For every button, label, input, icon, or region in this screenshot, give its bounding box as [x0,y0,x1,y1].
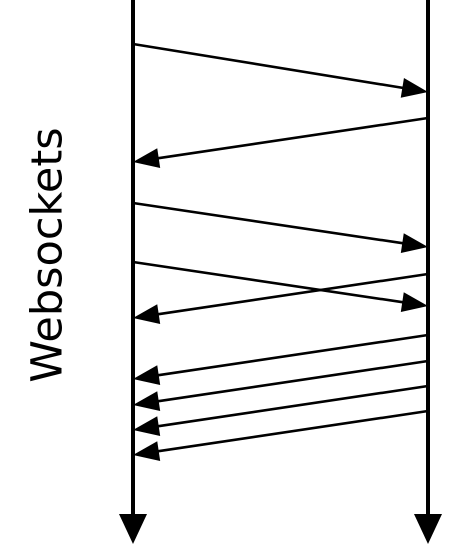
message-line [156,409,429,453]
message-line [156,116,429,160]
message-arrow-6 [133,333,429,386]
timeline-arrowhead [414,514,442,544]
message-arrow-2 [133,116,429,169]
timeline-arrowhead [119,514,147,544]
timeline-client [119,0,147,544]
timeline-server [414,0,442,544]
message-arrow-5 [133,272,429,325]
message-line [132,201,405,245]
message-arrowhead [133,391,161,412]
timelines [119,0,442,544]
message-line [156,272,429,316]
message-arrowhead [400,292,428,313]
message-arrowhead [133,365,161,386]
message-line [156,384,429,428]
message-line [156,359,429,403]
message-arrowhead [133,441,161,462]
message-arrowhead [400,77,428,98]
message-arrow-4 [132,260,428,313]
message-arrow-7 [133,359,429,412]
message-line [132,260,405,304]
message-arrow-3 [132,201,428,254]
message-line [132,42,405,90]
messages [132,42,429,462]
message-line [156,333,429,377]
message-arrow-1 [132,42,428,98]
message-arrowhead [400,233,428,254]
message-arrow-9 [133,409,429,462]
message-arrow-8 [133,384,429,437]
message-arrowhead [133,148,161,169]
message-arrowhead [133,416,161,437]
message-arrowhead [133,304,161,325]
